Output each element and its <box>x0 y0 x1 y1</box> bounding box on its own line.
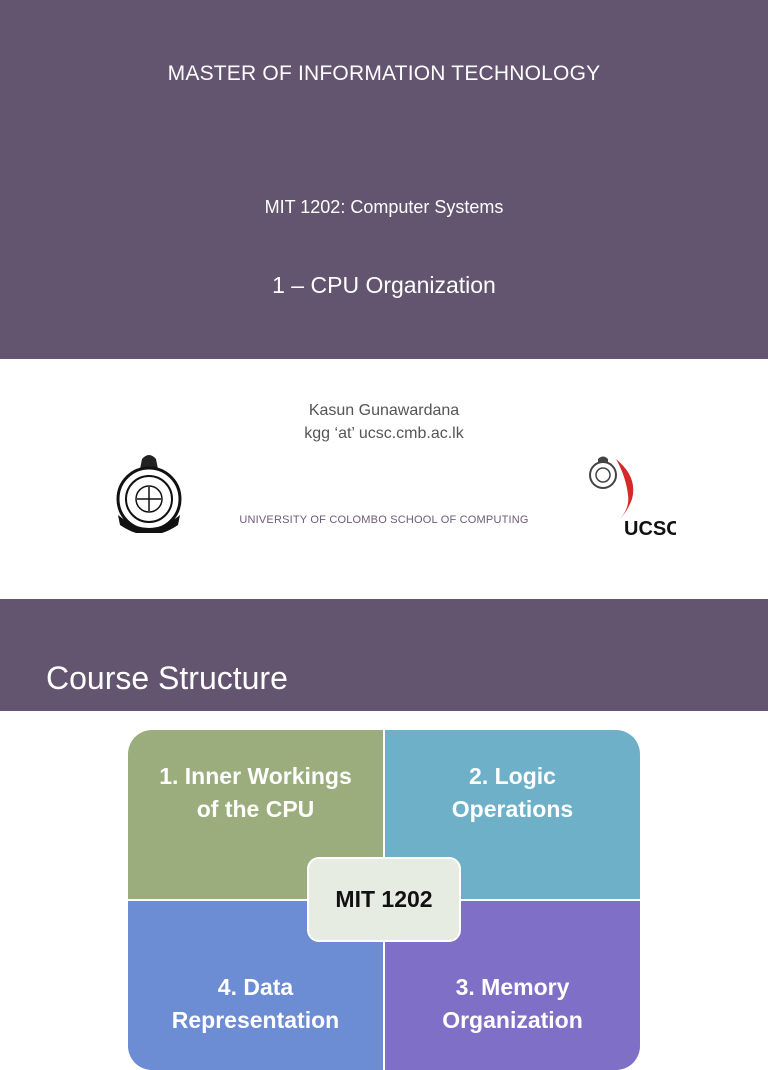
title-slide-header: MASTER OF INFORMATION TECHNOLOGY MIT 120… <box>0 0 768 359</box>
quadrant-label-line: 3. Memory <box>455 974 570 1000</box>
quadrant-label-line: 4. Data <box>217 974 294 1000</box>
title-slide-body: Kasun Gunawardana kgg ‘at’ ucsc.cmb.ac.l… <box>0 359 768 599</box>
course-structure-header: Course Structure <box>0 599 768 711</box>
course-code: MIT 1202: Computer Systems <box>264 197 504 217</box>
lecture-title: 1 – CPU Organization <box>272 272 496 298</box>
quadrant-label-line: Operations <box>451 796 574 822</box>
ucsc-logo-text: UCSC <box>624 518 676 540</box>
quadrant-label-line: 1. Inner Workings <box>159 763 352 789</box>
quadrant-label-line: Representation <box>171 1007 340 1033</box>
quadrant-logic-operations: 2. Logic Operations <box>385 730 640 899</box>
author-name: Kasun Gunawardana <box>308 402 460 419</box>
ucsc-logo-icon: UCSC <box>589 456 676 540</box>
slide-title: Course Structure <box>46 660 288 696</box>
university-name: UNIVERSITY OF COLOMBO SCHOOL OF COMPUTIN… <box>239 514 529 526</box>
quadrant-label-line: of the CPU <box>196 796 315 822</box>
university-crest-icon <box>116 455 182 533</box>
program-title: MASTER OF INFORMATION TECHNOLOGY <box>167 62 601 85</box>
diagram-center-label: MIT 1202 <box>307 857 461 942</box>
author-email: kgg ‘at’ ucsc.cmb.ac.lk <box>304 425 464 442</box>
quadrant-label-line: 2. Logic <box>469 763 556 789</box>
quadrant-label-line: Organization <box>442 1007 583 1033</box>
